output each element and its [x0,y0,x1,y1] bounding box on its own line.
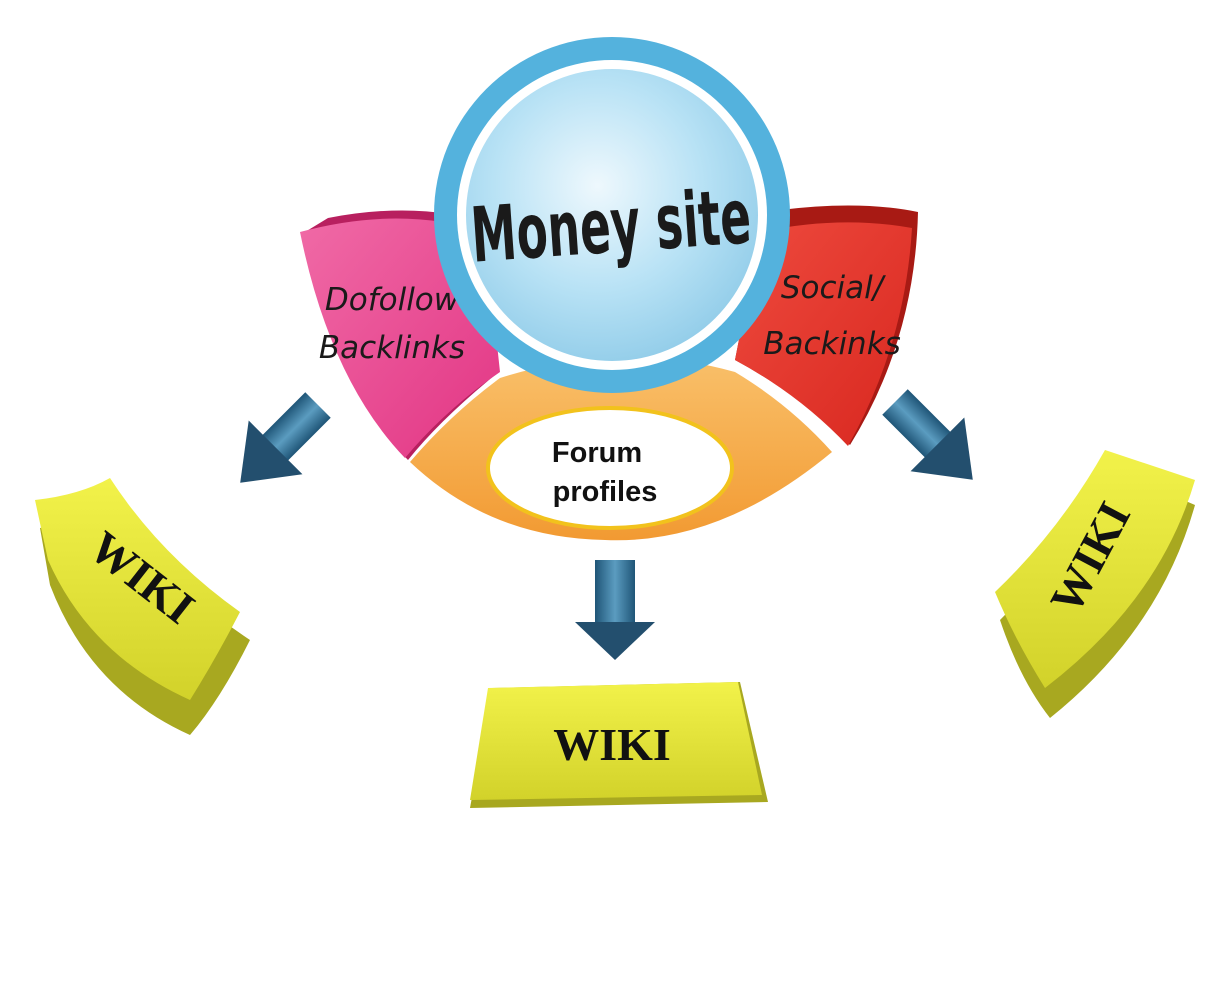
arrow-down-icon [575,560,655,660]
money-site-title: Money site [468,171,754,279]
forum-segment: Forum profiles [410,357,832,541]
forum-badge [486,406,734,530]
forum-label-line2: profiles [553,476,658,508]
arrow-right-icon [882,389,973,480]
wiki-card-left: WIKI [35,478,250,735]
wiki-card-right: WIKI [995,450,1195,718]
social-label-line1: Social/ [781,270,887,306]
social-label-line2: Backinks [763,326,901,362]
dofollow-label-line2: Backlinks [319,330,465,366]
wiki-label-center: WIKI [553,719,671,770]
wiki-card-center: WIKI [470,682,768,808]
forum-label-line1: Forum [552,437,642,469]
money-site-circle: Money site [434,37,790,393]
dofollow-label-line1: Dofollow [325,282,460,318]
arrow-left-icon [240,392,331,483]
